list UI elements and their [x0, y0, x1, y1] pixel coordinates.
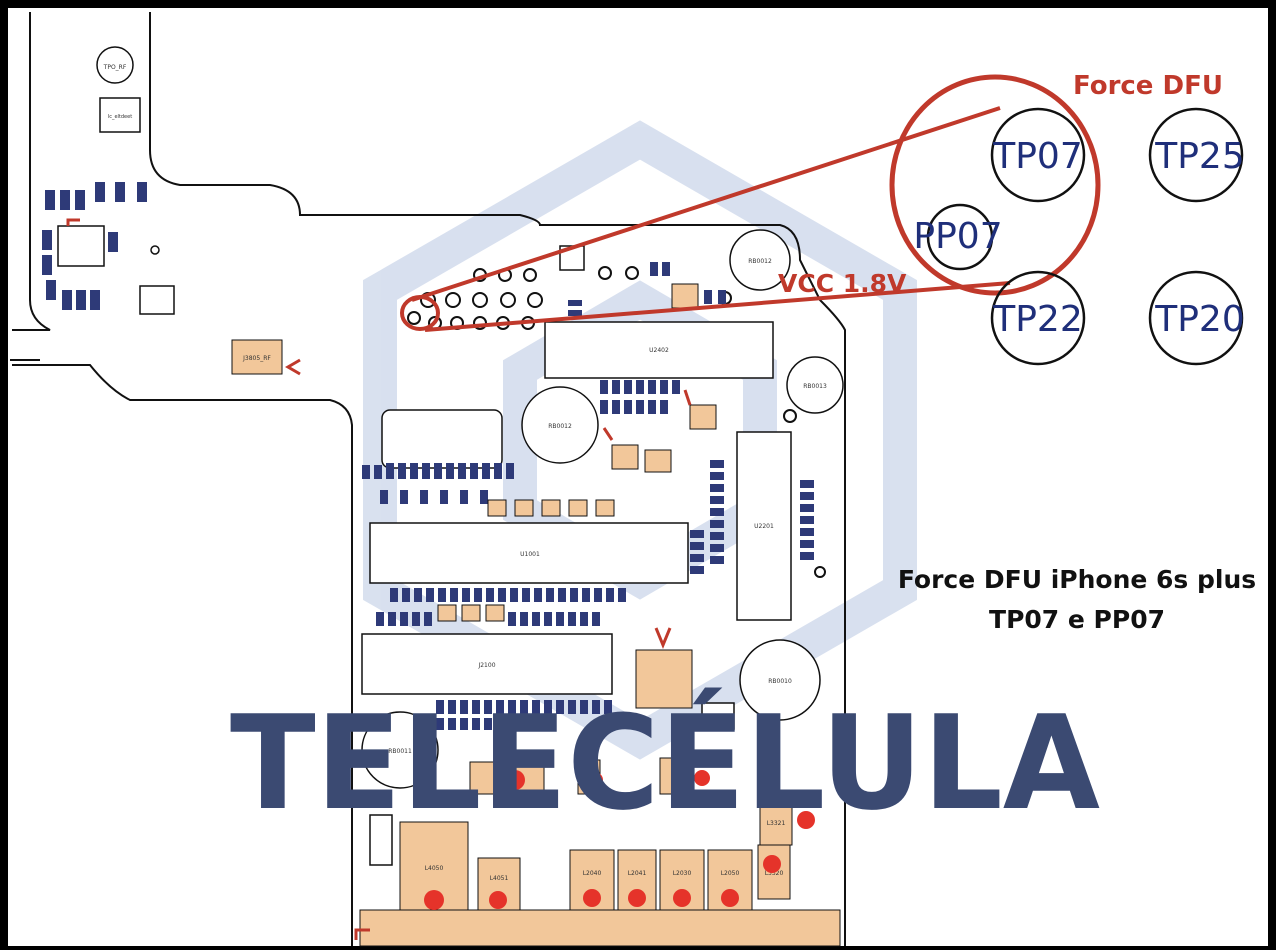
label-l3320: L3320	[765, 870, 784, 877]
red-solder-dots	[424, 770, 815, 910]
test-point-pp07	[926, 203, 994, 271]
label-l3321: L3321	[767, 820, 786, 827]
watermark-telecelula: TELECÉLULA	[230, 687, 1100, 839]
vcc-label: VCC 1.8V	[778, 269, 907, 298]
tp22-label: TP22	[992, 299, 1083, 340]
smd-components	[362, 262, 814, 730]
callout-magnifier	[400, 74, 1101, 332]
label-j3805: J3805_RF	[242, 355, 271, 362]
label-rb0013: RB0013	[803, 383, 827, 390]
tp25-label: TP25	[1154, 136, 1245, 177]
label-tpo-rf: TPO_RF	[103, 64, 127, 71]
pad-j3805	[231, 339, 283, 375]
label-u2402: U2402	[649, 347, 669, 354]
left-resistors	[42, 182, 147, 310]
label-u1001: U1001	[520, 551, 540, 558]
caption-title: Force DFU iPhone 6s plus	[898, 565, 1256, 594]
label-l4020: L4020	[498, 803, 517, 810]
test-point-tp20	[1148, 270, 1244, 366]
test-point-tp25	[1148, 107, 1244, 203]
label-rb0012-top: RB0012	[748, 258, 772, 265]
label-rb0012: RB0012	[548, 423, 572, 430]
label-u2201: U2201	[754, 523, 774, 530]
label-l2050: L2050	[721, 870, 740, 877]
label-rb0011: RB0011	[388, 748, 412, 755]
label-j2100: J2100	[477, 662, 495, 669]
label-l2041: L2041	[628, 870, 647, 877]
label-l4050: L4050	[425, 865, 444, 872]
red-markers	[66, 218, 692, 940]
test-point-tp07	[990, 107, 1086, 203]
tp07-label: TP07	[992, 136, 1083, 177]
test-point-tp22	[990, 270, 1086, 366]
board-outline	[10, 12, 846, 946]
test-point-circles	[926, 107, 1244, 366]
central-components	[361, 229, 844, 866]
board-background	[8, 8, 1268, 946]
orange-pads	[359, 283, 841, 947]
label-rb0010: RB0010	[768, 678, 792, 685]
caption-subtitle: TP07 e PP07	[989, 605, 1165, 634]
tp20-label: TP20	[1154, 299, 1245, 340]
left-components	[57, 46, 175, 315]
label-l2040: L2040	[583, 870, 602, 877]
force-dfu-label: Force DFU	[1073, 71, 1223, 101]
label-l2030: L2030	[673, 870, 692, 877]
pp07-label: PP07	[913, 216, 1002, 257]
label-l4051: L4051	[490, 875, 509, 882]
label-lc-element: lc_eltdeet	[108, 114, 132, 120]
marker-arrow-j3805	[285, 358, 301, 376]
